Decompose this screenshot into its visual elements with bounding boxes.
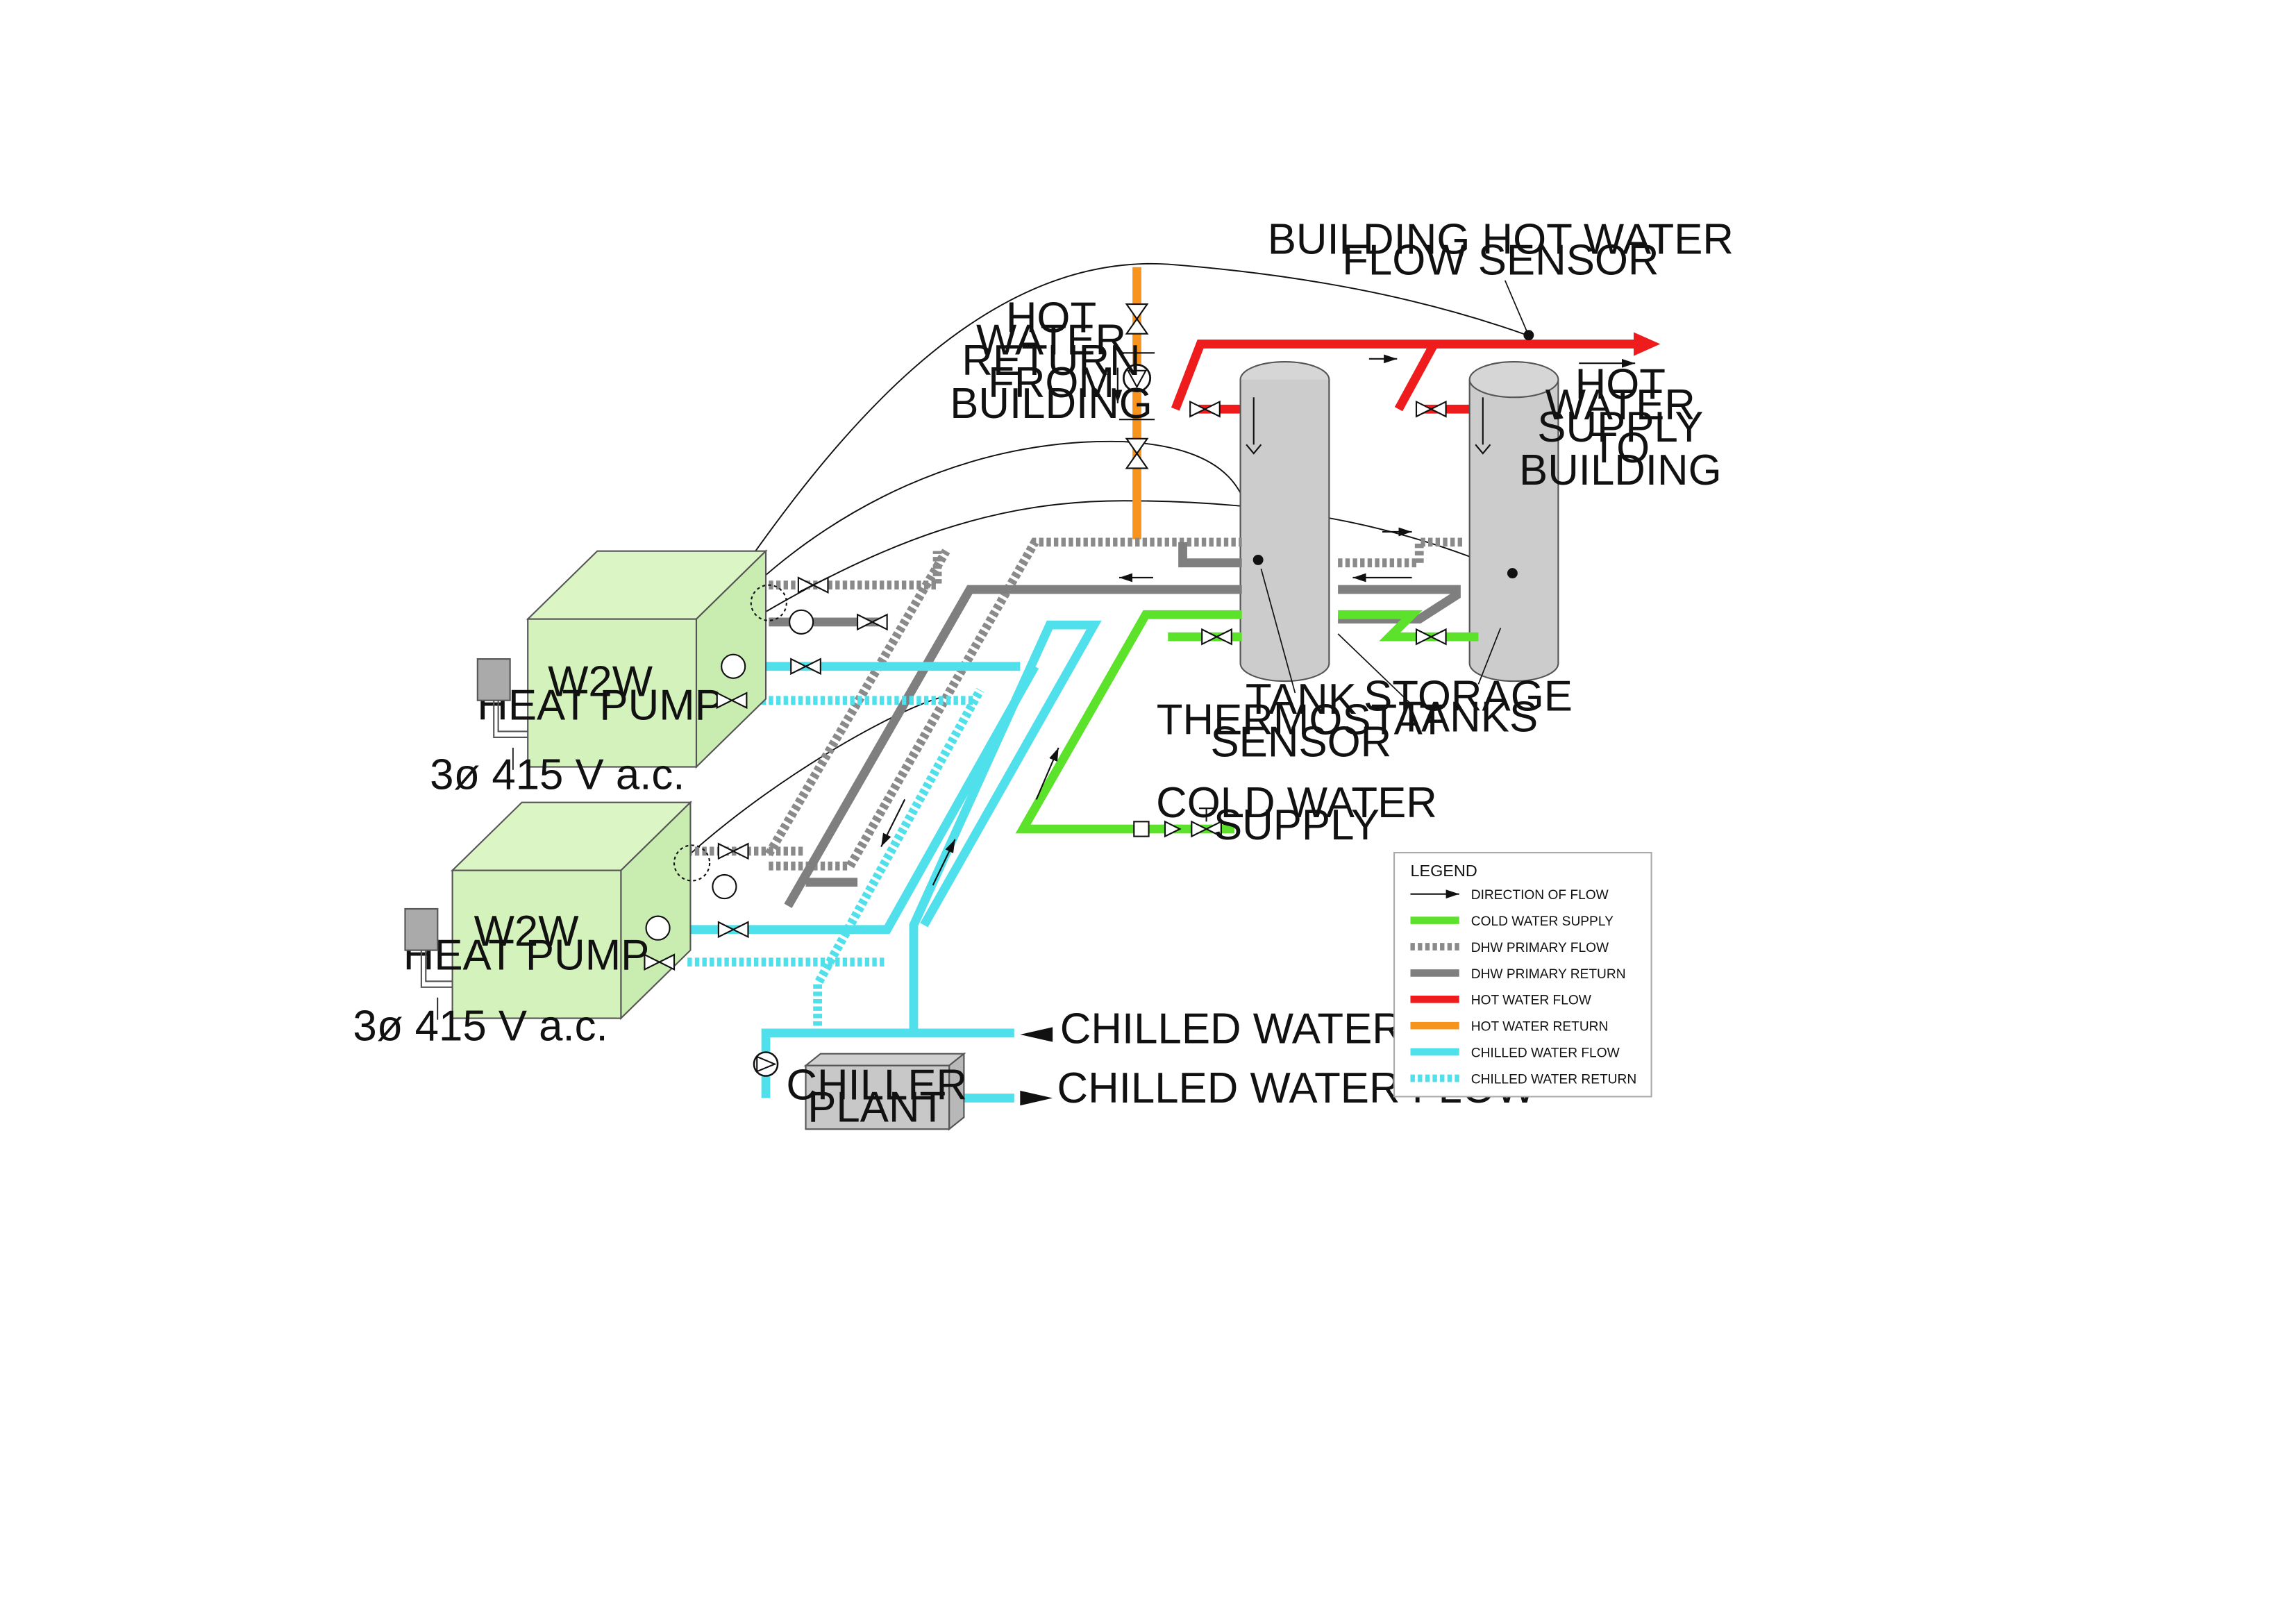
svg-text:BUILDING: BUILDING (1519, 446, 1722, 494)
chiller-label: CHILLER (786, 1062, 967, 1110)
svg-text:BUILDING: BUILDING (950, 380, 1153, 428)
flow-arrow (1020, 1027, 1053, 1042)
chiller-label: PLANT (807, 1084, 946, 1132)
heat-pump-2-label: W2W (474, 907, 580, 955)
heat-pump-1-label: HEAT PUMP (477, 681, 723, 729)
svg-text:FROM: FROM (988, 359, 1114, 407)
svg-text:RETURN: RETURN (962, 337, 1140, 385)
legend-item: DIRECTION OF FLOW (1410, 888, 1609, 903)
legend: LEGEND DIRECTION OF FLOW COLD WATER SUPPL… (1393, 851, 1652, 1098)
storage-tanks-label: STORAGE TANKS (1337, 628, 1573, 741)
legend-item: CHILLED WATER FLOW (1410, 1046, 1620, 1061)
tank-sensor-label: TANK THERMOSTAT SENSOR (1157, 568, 1446, 767)
legend-label: HOT WATER RETURN (1471, 1020, 1609, 1035)
legend-label: CHILLED WATER RETURN (1471, 1072, 1636, 1087)
svg-text:TANK: TANK (1246, 676, 1357, 723)
svg-text:TO: TO (1591, 424, 1650, 472)
tank-sensor-wire-2 (719, 500, 1511, 641)
flow-arrow (1035, 747, 1059, 800)
legend-label: COLD WATER SUPPLY (1471, 914, 1614, 929)
svg-text:WATER: WATER (1545, 381, 1695, 429)
storage-tank-2 (1468, 361, 1559, 683)
cold-supply-label: COLD WATER SUPPLY (1156, 779, 1437, 849)
valve-icon (1189, 400, 1447, 418)
heat-pump-2: W2W HEAT PUMP (403, 801, 693, 1021)
legend-title: LEGEND (1410, 862, 1477, 880)
flex-connector-icon (673, 584, 787, 882)
hot-water-return-pipe (1113, 267, 1155, 539)
svg-text:SENSOR: SENSOR (1211, 719, 1392, 767)
power-label-2: 3ø 415 V a.c. (353, 1002, 607, 1050)
control-panel-2: 3ø 415 V a.c. (353, 907, 608, 1050)
svg-text:TANKS: TANKS (1398, 693, 1538, 741)
flow-sensor-label: FLOW SENSOR (1342, 236, 1659, 284)
chiller-plant: CHILLER PLANT (786, 1052, 967, 1132)
hw-supply-label: HOT WATER SUPPLY TO BUILDING (1519, 360, 1722, 494)
legend-label: CHILLED WATER FLOW (1471, 1046, 1620, 1061)
flow-arrow (932, 839, 956, 886)
legend-item: DHW PRIMARY RETURN (1410, 967, 1626, 982)
flow-sensor-label: BUILDING HOT WATER (1268, 216, 1734, 264)
svg-text:THERMOSTAT: THERMOSTAT (1157, 696, 1446, 744)
svg-text:HOT: HOT (1575, 360, 1666, 408)
svg-text:COLD WATER: COLD WATER (1156, 779, 1437, 827)
heat-pump-2-label: HEAT PUMP (403, 931, 650, 979)
legend-label: DHW PRIMARY FLOW (1471, 941, 1609, 955)
heat-pump-1: W2W HEAT PUMP (477, 549, 768, 769)
legend-item: CHILLED WATER RETURN (1410, 1072, 1636, 1087)
legend-label: DHW PRIMARY RETURN (1471, 967, 1626, 982)
legend-item: HOT WATER FLOW (1410, 994, 1592, 1008)
flow-arrow (1020, 1090, 1053, 1106)
valve-icon (1133, 628, 1447, 838)
svg-text:SUPPLY: SUPPLY (1214, 801, 1380, 849)
tank-sensor-dot (1252, 554, 1264, 565)
legend-item: COLD WATER SUPPLY (1410, 914, 1614, 929)
power-label-1: 3ø 415 V a.c. (430, 751, 685, 798)
tank-relief-valve-icon (1246, 397, 1491, 455)
legend-item: HOT WATER RETURN (1410, 1020, 1608, 1035)
control-panel-1: 3ø 415 V a.c. (430, 658, 685, 798)
flow-arrow (880, 798, 906, 848)
hw-return-label: HOT WATER RETURN FROM BUILDING (950, 294, 1153, 428)
svg-text:HOT: HOT (1006, 294, 1096, 342)
valve-icon (1125, 303, 1149, 469)
svg-text:WATER: WATER (976, 316, 1126, 364)
tank-sensor-dot (1507, 568, 1518, 579)
flow-sensor-dot (1523, 330, 1534, 341)
legend-label: HOT WATER FLOW (1471, 994, 1592, 1008)
flow-sensor-wire (723, 262, 1528, 596)
legend-item: DHW PRIMARY FLOW (1410, 941, 1609, 955)
heat-pump-fittings (644, 576, 888, 971)
storage-tank-1 (1239, 361, 1330, 683)
heat-pump-1-label: W2W (548, 658, 653, 705)
svg-text:STORAGE: STORAGE (1364, 673, 1573, 721)
legend-label: DIRECTION OF FLOW (1471, 888, 1609, 903)
svg-text:SUPPLY: SUPPLY (1537, 403, 1703, 451)
